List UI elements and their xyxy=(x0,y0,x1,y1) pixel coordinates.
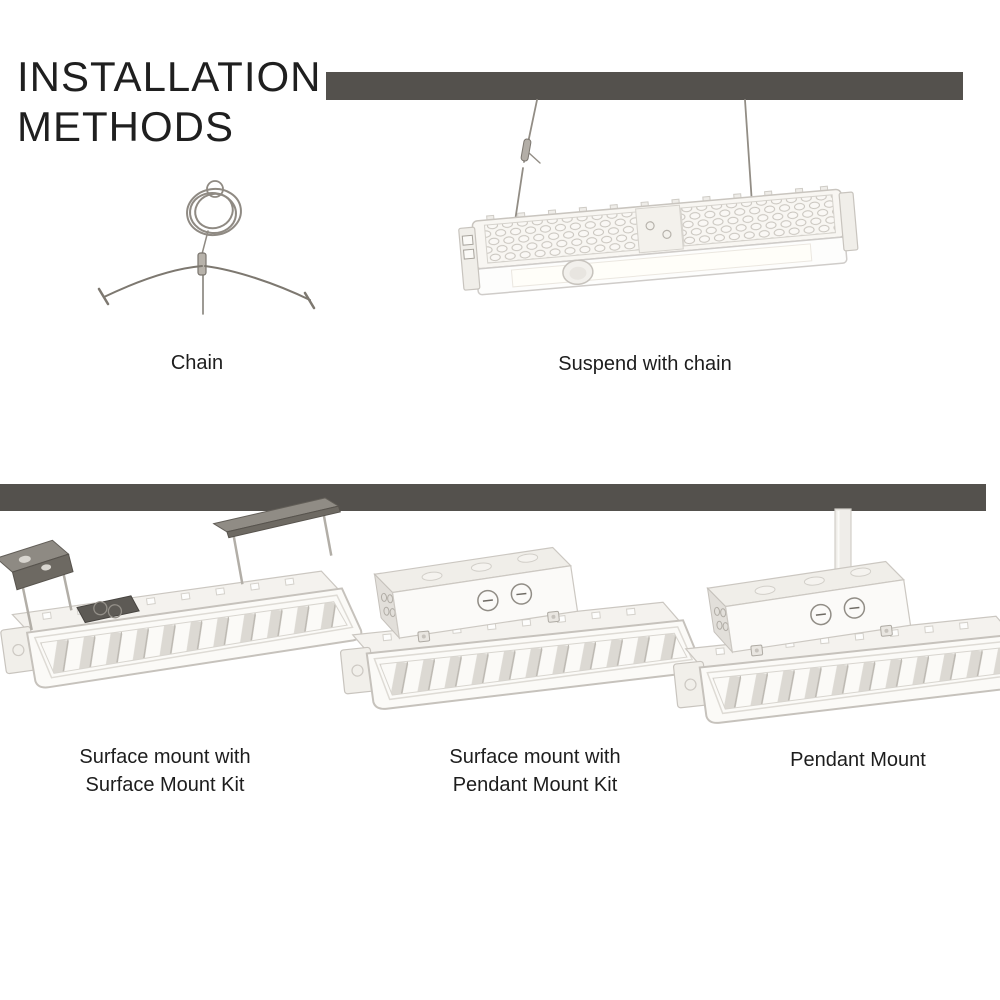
pendant-mount-kit-caption: Surface mount with Pendant Mount Kit xyxy=(410,743,660,799)
ceiling-bar-top xyxy=(326,72,963,100)
pendant-mount-kit-caption-line2: Pendant Mount Kit xyxy=(452,774,618,796)
pendant-mount-kit-fixture-illustration xyxy=(337,544,704,714)
suspend-with-chain-caption: Suspend with chain xyxy=(495,350,795,378)
surface-mount-kit-caption-line1: Surface mount with xyxy=(79,746,251,768)
chain-kit-illustration xyxy=(97,180,316,315)
chain-caption: Chain xyxy=(97,349,297,377)
pendant-mount-kit-caption-line1: Surface mount with xyxy=(449,746,621,768)
page-title: INSTALLATION METHODS xyxy=(17,52,322,152)
surface-mount-kit-fixture-illustration xyxy=(0,497,364,694)
pendant-mount-fixture-illustration xyxy=(670,558,1000,728)
page-title-line2: METHODS xyxy=(17,103,234,150)
page-title-line1: INSTALLATION xyxy=(17,53,322,100)
surface-mount-kit-caption: Surface mount with Surface Mount Kit xyxy=(40,743,290,799)
suspended-fixture-illustration xyxy=(458,99,859,296)
ceiling-bar-middle xyxy=(0,484,986,511)
pendant-mount-caption-text: Pendant Mount xyxy=(790,749,926,771)
surface-mount-kit-caption-line2: Surface Mount Kit xyxy=(85,774,245,796)
chain-caption-text: Chain xyxy=(170,352,224,374)
suspend-caption-text: Suspend with chain xyxy=(558,353,732,375)
pendant-mount-caption: Pendant Mount xyxy=(758,746,958,774)
